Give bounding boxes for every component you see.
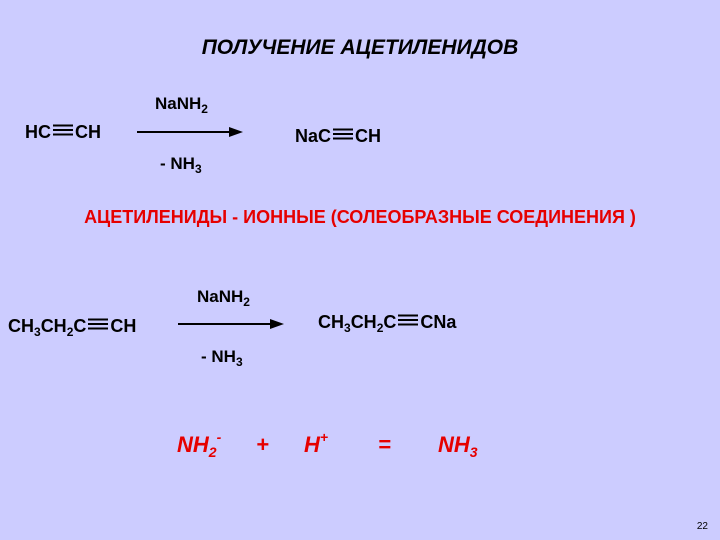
formula-subscript: 3 bbox=[34, 325, 41, 339]
triple-bond-icon bbox=[88, 318, 109, 330]
reaction2-reagent-top: NaNH2 bbox=[197, 287, 250, 309]
reactant-left: HC bbox=[25, 122, 51, 142]
reagent-label: - NH bbox=[201, 347, 236, 366]
formula-part: CH bbox=[110, 316, 137, 336]
statement-text: АЦЕТИЛЕНИДЫ - ИОННЫЕ (СОЛЕОБРАЗНЫЕ СОЕДИ… bbox=[84, 207, 636, 227]
triple-bond-icon bbox=[398, 314, 419, 326]
reagent-label: - NH bbox=[160, 154, 195, 173]
product-left: NaC bbox=[295, 126, 332, 146]
ionic-plus: + bbox=[256, 432, 269, 457]
formula-part: CH bbox=[8, 316, 34, 336]
slide-title: ПОЛУЧЕНИЕ АЦЕТИЛЕНИДОВ bbox=[201, 36, 519, 59]
formula-subscript: 2 bbox=[66, 325, 74, 339]
reaction2-reagent-bottom: - NH3 bbox=[201, 347, 243, 369]
ion-charge: - bbox=[216, 429, 222, 445]
formula-part: C bbox=[383, 312, 397, 332]
ion-subscript: 2 bbox=[208, 444, 217, 460]
triple-bond-icon bbox=[333, 128, 354, 140]
formula-part: CNa bbox=[420, 312, 457, 332]
reaction1-product: NaC CH bbox=[295, 126, 381, 147]
ionic-term-h: H+ bbox=[304, 429, 329, 458]
formula-subscript: 3 bbox=[344, 321, 351, 335]
reactant-right: CH bbox=[75, 122, 101, 142]
page-number: 22 bbox=[696, 521, 708, 532]
formula-part: CH bbox=[40, 316, 67, 336]
reagent-label: NaNH bbox=[197, 287, 244, 306]
reaction1-reactant: HC CH bbox=[25, 122, 101, 143]
reaction2-arrow-icon bbox=[178, 319, 284, 329]
reagent-subscript: 2 bbox=[201, 102, 208, 116]
triple-bond-icon bbox=[53, 124, 73, 136]
formula-part: C bbox=[73, 316, 87, 336]
ionic-equals: = bbox=[378, 432, 391, 457]
product-right: CH bbox=[355, 126, 382, 146]
reaction1-reagent-top: NaNH2 bbox=[155, 94, 208, 116]
formula-part: CH bbox=[318, 312, 344, 332]
ion-symbol: H bbox=[304, 432, 320, 457]
ionic-term-nh2: NH2- bbox=[177, 429, 222, 460]
formula-subscript: 2 bbox=[376, 321, 384, 335]
reaction1-reagent-bottom: - NH3 bbox=[160, 154, 202, 176]
ion-subscript: 3 bbox=[469, 444, 478, 460]
ion-charge: + bbox=[319, 429, 329, 445]
reagent-subscript: 2 bbox=[243, 295, 250, 309]
reagent-subscript: 3 bbox=[194, 162, 202, 176]
reaction1-arrow-icon bbox=[137, 127, 243, 137]
reagent-label: NaNH bbox=[155, 94, 202, 113]
ion-symbol: NH bbox=[438, 432, 470, 457]
reagent-subscript: 3 bbox=[235, 355, 243, 369]
ion-symbol: NH bbox=[177, 432, 209, 457]
ionic-term-nh3: NH3 bbox=[438, 432, 478, 460]
formula-part: CH bbox=[350, 312, 377, 332]
